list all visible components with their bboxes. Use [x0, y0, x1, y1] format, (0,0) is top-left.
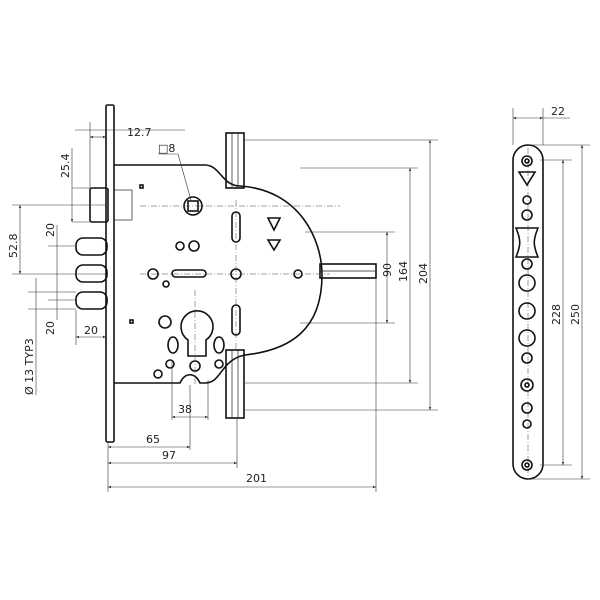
dim-65: 65 [146, 433, 160, 446]
internal-features [129, 184, 303, 379]
dim-90: 90 [381, 263, 394, 277]
latch-opening [514, 227, 540, 258]
dim-20-top: 20 [44, 223, 57, 237]
dim-25-4: 25.4 [59, 154, 72, 179]
dim-52-8: 52.8 [7, 234, 20, 259]
dim-204: 204 [417, 263, 430, 284]
strike-logo [517, 171, 537, 187]
dim-250: 250 [569, 304, 582, 325]
center-lines [140, 200, 340, 385]
strike-plate [512, 144, 544, 480]
bolt-hole-3 [518, 329, 536, 347]
dim-20-bottom: 20 [44, 321, 57, 335]
dim-square-8: □8 [158, 142, 175, 155]
dim-97: 97 [162, 449, 176, 462]
dim-12-7: 12.7 [127, 126, 152, 139]
dim-38: 38 [178, 403, 192, 416]
logo-mark [266, 217, 282, 232]
lock-body [75, 104, 377, 443]
dim-bolt-diameter: Ø 13 TYP3 [23, 338, 36, 395]
lock-dimensions: 12.7 25.4 □8 52.8 20 20 20 Ø 13 TYP3 38 … [7, 122, 438, 492]
dim-228: 228 [550, 304, 563, 325]
strike-dimensions: 22 228 250 [512, 105, 590, 480]
dim-22: 22 [551, 105, 565, 118]
vertical-rods [225, 132, 377, 419]
dim-164: 164 [397, 261, 410, 282]
latch-spring [113, 189, 133, 221]
faceplate [105, 104, 115, 443]
cylinder-cutout [180, 310, 214, 357]
dim-20-projection: 20 [84, 324, 98, 337]
bolt-hole-2 [518, 302, 536, 320]
deadbolts [75, 237, 108, 310]
dim-201: 201 [246, 472, 267, 485]
bolt-hole-1 [518, 274, 536, 292]
